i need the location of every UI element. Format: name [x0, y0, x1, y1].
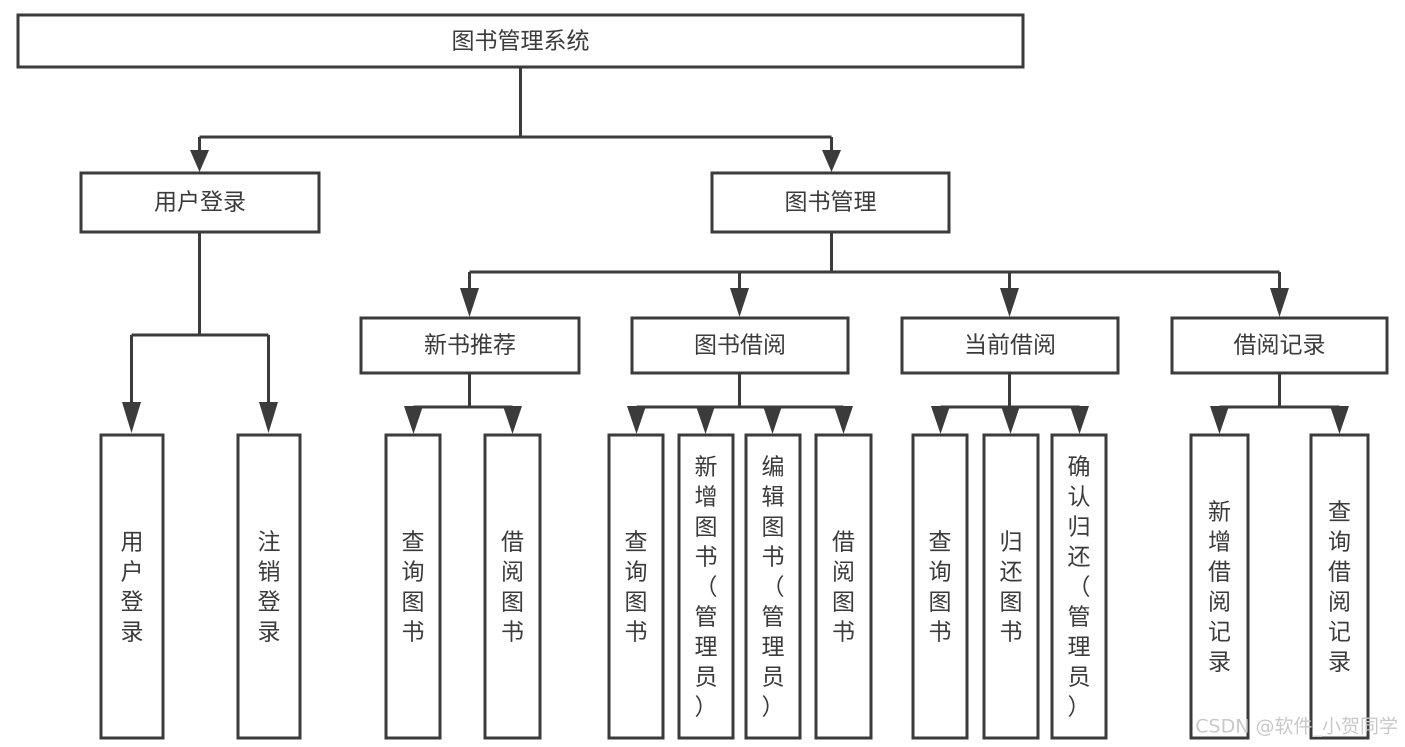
arrow-head-leaf-borrow-book-borrow — [834, 406, 853, 434]
node-leaf-borrow-book-recommend[interactable]: 借阅图书 — [483, 433, 542, 740]
arrow-head-book-management — [822, 150, 841, 172]
node-leaf-query-book-borrow[interactable]: 查询图书 — [607, 433, 665, 740]
arrow-head-leaf-query-borrow-record — [1330, 406, 1349, 434]
node-current-borrow-label: 当前借阅 — [964, 333, 1056, 359]
node-leaf-confirm-return-admin-box[interactable] — [1050, 433, 1108, 740]
node-leaf-query-book-recommend-label: 查询图书 — [402, 530, 425, 646]
node-leaf-return-book-label: 归还图书 — [1000, 530, 1023, 646]
node-leaf-query-book-current[interactable]: 查询图书 — [911, 433, 969, 740]
arrow-head-leaf-return-book — [1001, 406, 1020, 434]
node-leaf-query-borrow-record-box[interactable] — [1309, 433, 1370, 740]
node-book-management-label: 图书管理 — [785, 190, 877, 216]
node-leaf-borrow-book-recommend-label: 借阅图书 — [501, 530, 524, 646]
node-leaf-add-borrow-record[interactable]: 新增借阅记录 — [1189, 433, 1250, 740]
node-leaf-query-book-borrow-box[interactable] — [607, 433, 665, 740]
node-borrow-record-box[interactable] — [1170, 316, 1389, 375]
node-leaf-logout-login-label: 注销登录 — [258, 530, 281, 646]
connector-layer — [122, 67, 1349, 434]
node-leaf-edit-book-admin-label: 编辑图书（管理员） — [762, 455, 785, 721]
node-new-book-recommend[interactable]: 新书推荐 — [359, 316, 581, 375]
node-leaf-query-book-current-box[interactable] — [911, 433, 969, 740]
node-leaf-confirm-return-admin[interactable]: 确认归还（管理员） — [1050, 433, 1108, 740]
node-leaf-borrow-book-recommend-box[interactable] — [483, 433, 542, 740]
node-leaf-user-login-label: 用户登录 — [121, 530, 144, 646]
arrow-head-new-book-recommend — [460, 288, 479, 317]
node-borrow-record-label: 借阅记录 — [1234, 333, 1326, 359]
node-leaf-add-book-admin-label: 新增图书（管理员） — [695, 455, 718, 721]
arrow-head-user-login — [190, 150, 209, 172]
node-user-login-box[interactable] — [79, 171, 321, 234]
node-leaf-query-book-current-label: 查询图书 — [929, 530, 952, 646]
node-leaf-return-book-box[interactable] — [982, 433, 1040, 740]
arrow-head-leaf-user-login — [122, 402, 141, 433]
arrow-head-leaf-borrow-book-recommend — [503, 406, 522, 434]
node-book-borrow-label: 图书借阅 — [694, 333, 786, 359]
node-book-borrow[interactable]: 图书借阅 — [630, 316, 850, 375]
node-root-label: 图书管理系统 — [452, 29, 590, 55]
arrow-head-leaf-edit-book-admin — [763, 406, 782, 434]
node-book-borrow-box[interactable] — [630, 316, 850, 375]
arrow-head-leaf-confirm-return-admin — [1070, 406, 1089, 434]
node-current-borrow[interactable]: 当前借阅 — [900, 316, 1120, 375]
node-leaf-borrow-book-borrow-label: 借阅图书 — [832, 530, 855, 646]
node-leaf-query-book-borrow-label: 查询图书 — [625, 530, 648, 646]
node-leaf-return-book[interactable]: 归还图书 — [982, 433, 1040, 740]
node-leaf-logout-login-box[interactable] — [236, 433, 302, 740]
node-root[interactable]: 图书管理系统 — [16, 13, 1025, 69]
csdn-watermark: CSDN @软件_小贺同学 — [1195, 716, 1398, 738]
arrow-head-borrow-record — [1270, 288, 1289, 317]
arrow-head-leaf-add-borrow-record — [1210, 406, 1229, 434]
node-user-login[interactable]: 用户登录 — [79, 171, 321, 234]
node-leaf-add-book-admin-box[interactable] — [677, 433, 735, 740]
arrow-head-leaf-query-book-current — [931, 406, 950, 434]
node-leaf-add-book-admin[interactable]: 新增图书（管理员） — [677, 433, 735, 740]
node-new-book-recommend-box[interactable] — [359, 316, 581, 375]
node-root-box[interactable] — [16, 13, 1025, 69]
node-leaf-edit-book-admin-box[interactable] — [744, 433, 802, 740]
node-leaf-query-book-recommend[interactable]: 查询图书 — [384, 433, 442, 740]
node-leaf-add-borrow-record-box[interactable] — [1189, 433, 1250, 740]
node-leaf-query-borrow-record-label: 查询借阅记录 — [1328, 500, 1351, 676]
node-leaf-edit-book-admin[interactable]: 编辑图书（管理员） — [744, 433, 802, 740]
node-current-borrow-box[interactable] — [900, 316, 1120, 375]
node-book-management-box[interactable] — [710, 171, 951, 234]
node-user-login-label: 用户登录 — [154, 190, 246, 216]
arrow-head-leaf-add-book-admin — [696, 406, 715, 434]
node-leaf-borrow-book-borrow[interactable]: 借阅图书 — [814, 433, 873, 740]
node-book-management[interactable]: 图书管理 — [710, 171, 951, 234]
node-borrow-record[interactable]: 借阅记录 — [1170, 316, 1389, 375]
arrow-head-leaf-query-book-borrow — [627, 406, 646, 434]
node-leaf-borrow-book-borrow-box[interactable] — [814, 433, 873, 740]
node-leaf-query-borrow-record[interactable]: 查询借阅记录 — [1309, 433, 1370, 740]
node-leaf-add-borrow-record-label: 新增借阅记录 — [1208, 500, 1231, 676]
arrow-head-book-borrow — [730, 288, 749, 317]
node-leaf-user-login-box[interactable] — [99, 433, 165, 740]
node-leaf-confirm-return-admin-label: 确认归还（管理员） — [1068, 455, 1091, 721]
node-new-book-recommend-label: 新书推荐 — [424, 333, 516, 359]
node-leaf-query-book-recommend-box[interactable] — [384, 433, 442, 740]
arrow-head-leaf-logout-login — [259, 402, 278, 433]
node-leaf-logout-login[interactable]: 注销登录 — [236, 433, 302, 740]
arrow-head-leaf-query-book-recommend — [404, 406, 423, 434]
leaf-nodes-layer: 用户登录 注销登录 查询图书 借阅图书 查询图书 新增图书（管理员） — [99, 433, 1370, 740]
node-leaf-user-login[interactable]: 用户登录 — [99, 433, 165, 740]
arrow-head-current-borrow — [1000, 288, 1019, 317]
